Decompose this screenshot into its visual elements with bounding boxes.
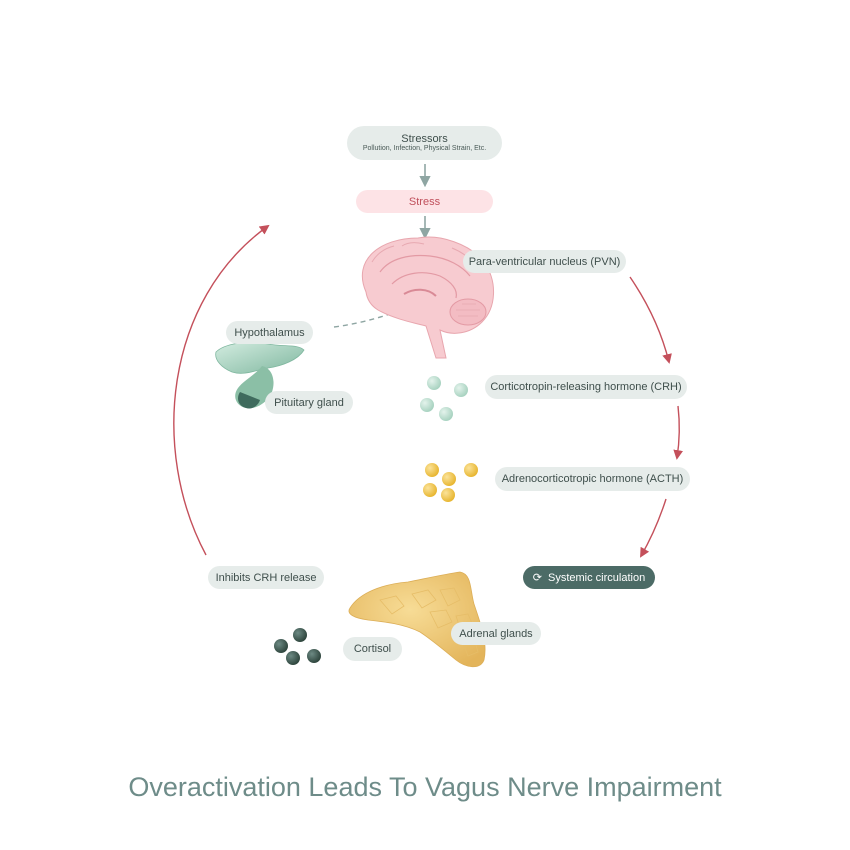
- systemic-circulation-badge: ⟳ Systemic circulation: [523, 566, 655, 589]
- adrenal-glands-label: Adrenal glands: [451, 622, 541, 645]
- cortisol-molecule: [274, 639, 288, 653]
- crh-label: Corticotropin-releasing hormone (CRH): [485, 375, 687, 399]
- refresh-icon: ⟳: [532, 572, 542, 584]
- stress-node: Stress: [356, 190, 493, 213]
- cortisol-molecule: [293, 628, 307, 642]
- cortisol-molecules: [274, 628, 321, 665]
- adrenal-gland-illustration: [348, 571, 486, 668]
- systemic-circulation-label: Systemic circulation: [548, 571, 646, 584]
- brain-illustration: [361, 236, 495, 359]
- cortisol-molecule: [307, 649, 321, 663]
- crh-molecule: [439, 407, 453, 421]
- stressors-label: Stressors: [401, 132, 448, 145]
- crh-molecule: [427, 376, 441, 390]
- arrow-crh-to-acth: [673, 405, 684, 460]
- pituitary-gland-label: Pituitary gland: [265, 391, 353, 414]
- cortisol-molecule: [286, 651, 300, 665]
- arrow-acth-to-circulation: [640, 498, 667, 558]
- acth-molecules: [423, 463, 478, 502]
- hypothalamus-label: Hypothalamus: [226, 321, 313, 344]
- acth-molecule: [441, 488, 455, 502]
- stressors-sublabel: Pollution, Infection, Physical Strain, E…: [362, 145, 487, 153]
- cortisol-label: Cortisol: [343, 637, 402, 661]
- acth-molecule: [442, 472, 456, 486]
- crh-molecule: [420, 398, 434, 412]
- crh-molecule: [454, 383, 468, 397]
- acth-molecule: [464, 463, 478, 477]
- pvn-label: Para-ventricular nucleus (PVN): [463, 250, 626, 273]
- arrow-feedback-loop: [173, 224, 270, 556]
- page-title: Overactivation Leads To Vagus Nerve Impa…: [128, 772, 722, 802]
- stressors-node: Stressors Pollution, Infection, Physical…: [347, 126, 502, 160]
- acth-label: Adrenocorticotropic hormone (ACTH): [495, 467, 690, 491]
- acth-molecule: [425, 463, 439, 477]
- inhibits-crh-label: Inhibits CRH release: [208, 566, 324, 589]
- arrow-pvn-to-crh: [629, 276, 672, 364]
- crh-molecules: [420, 376, 468, 421]
- acth-molecule: [423, 483, 437, 497]
- pituitary-gland-illustration: [215, 342, 305, 409]
